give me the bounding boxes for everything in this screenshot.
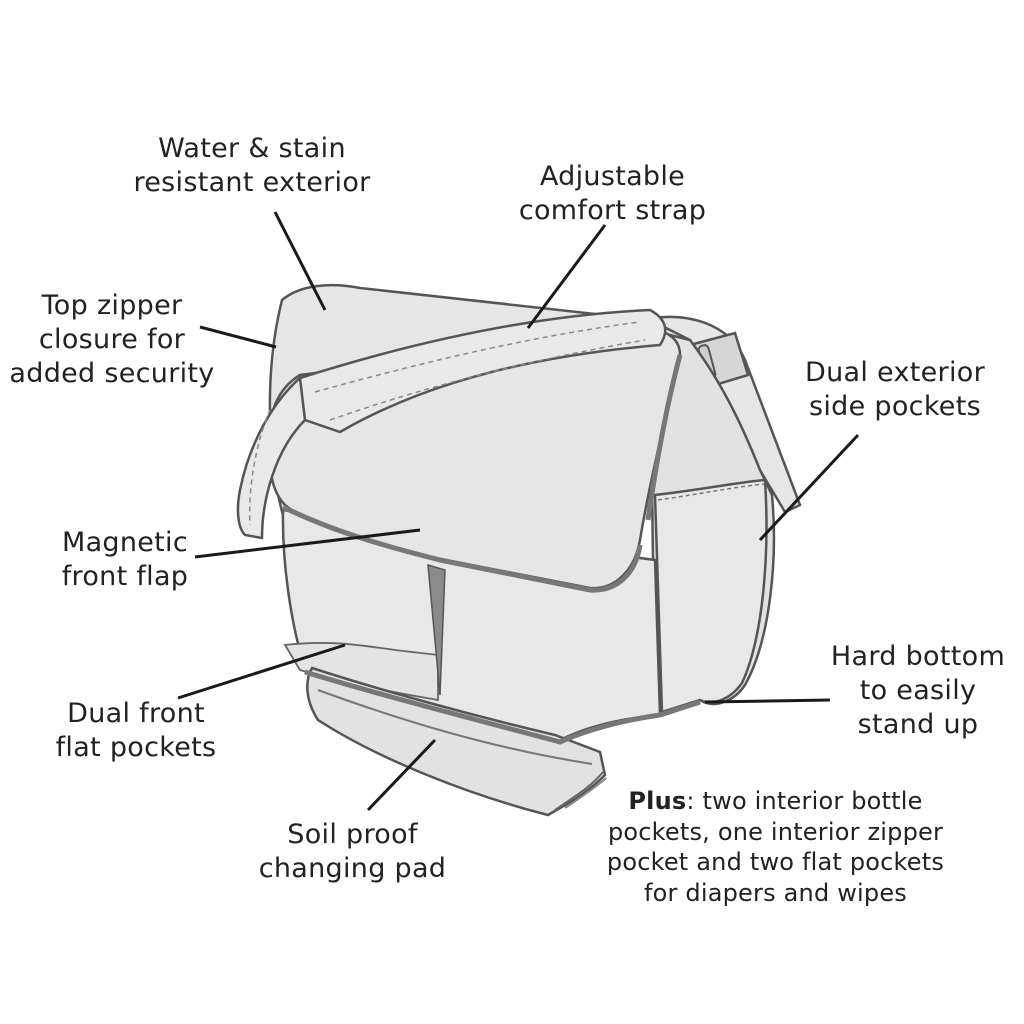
label-changing-pad: Soil proof changing pad <box>258 819 447 884</box>
label-adjustable-strap: Adjustable comfort strap <box>518 161 707 226</box>
leader-water-stain <box>273 211 327 311</box>
leader-lines <box>177 211 860 812</box>
label-dual-side-pockets: Dual exterior side pockets <box>805 357 985 422</box>
leader-top-zipper <box>199 325 277 349</box>
leader-dual-front-pockets <box>177 643 346 700</box>
strap-front <box>292 308 667 434</box>
leader-hard-bottom <box>704 698 831 704</box>
label-magnetic-flap: Magnetic front flap <box>61 527 189 592</box>
side-pocket <box>653 478 768 714</box>
leader-changing-pad <box>366 738 437 812</box>
changing-pad <box>306 666 607 817</box>
plus-note: Plus: two interior bottle pockets, one i… <box>588 786 963 908</box>
center-pleat <box>427 563 446 696</box>
plus-note-bold: Plus <box>628 787 687 815</box>
label-hard-bottom: Hard bottom to easily stand up <box>830 641 1006 740</box>
label-dual-front-pockets: Dual front flat pockets <box>55 698 217 763</box>
label-water-stain: Water & stain resistant exterior <box>133 133 371 198</box>
leader-dual-side-pockets <box>758 433 860 542</box>
plus-note-text: : two interior bottle pockets, one inter… <box>606 787 945 907</box>
label-top-zipper: Top zipper closure for added security <box>9 290 215 389</box>
leader-adjustable-strap <box>526 224 607 329</box>
flap-edge-trim <box>281 504 643 593</box>
leader-magnetic-flap <box>194 528 421 559</box>
bottom-trim <box>304 669 701 745</box>
